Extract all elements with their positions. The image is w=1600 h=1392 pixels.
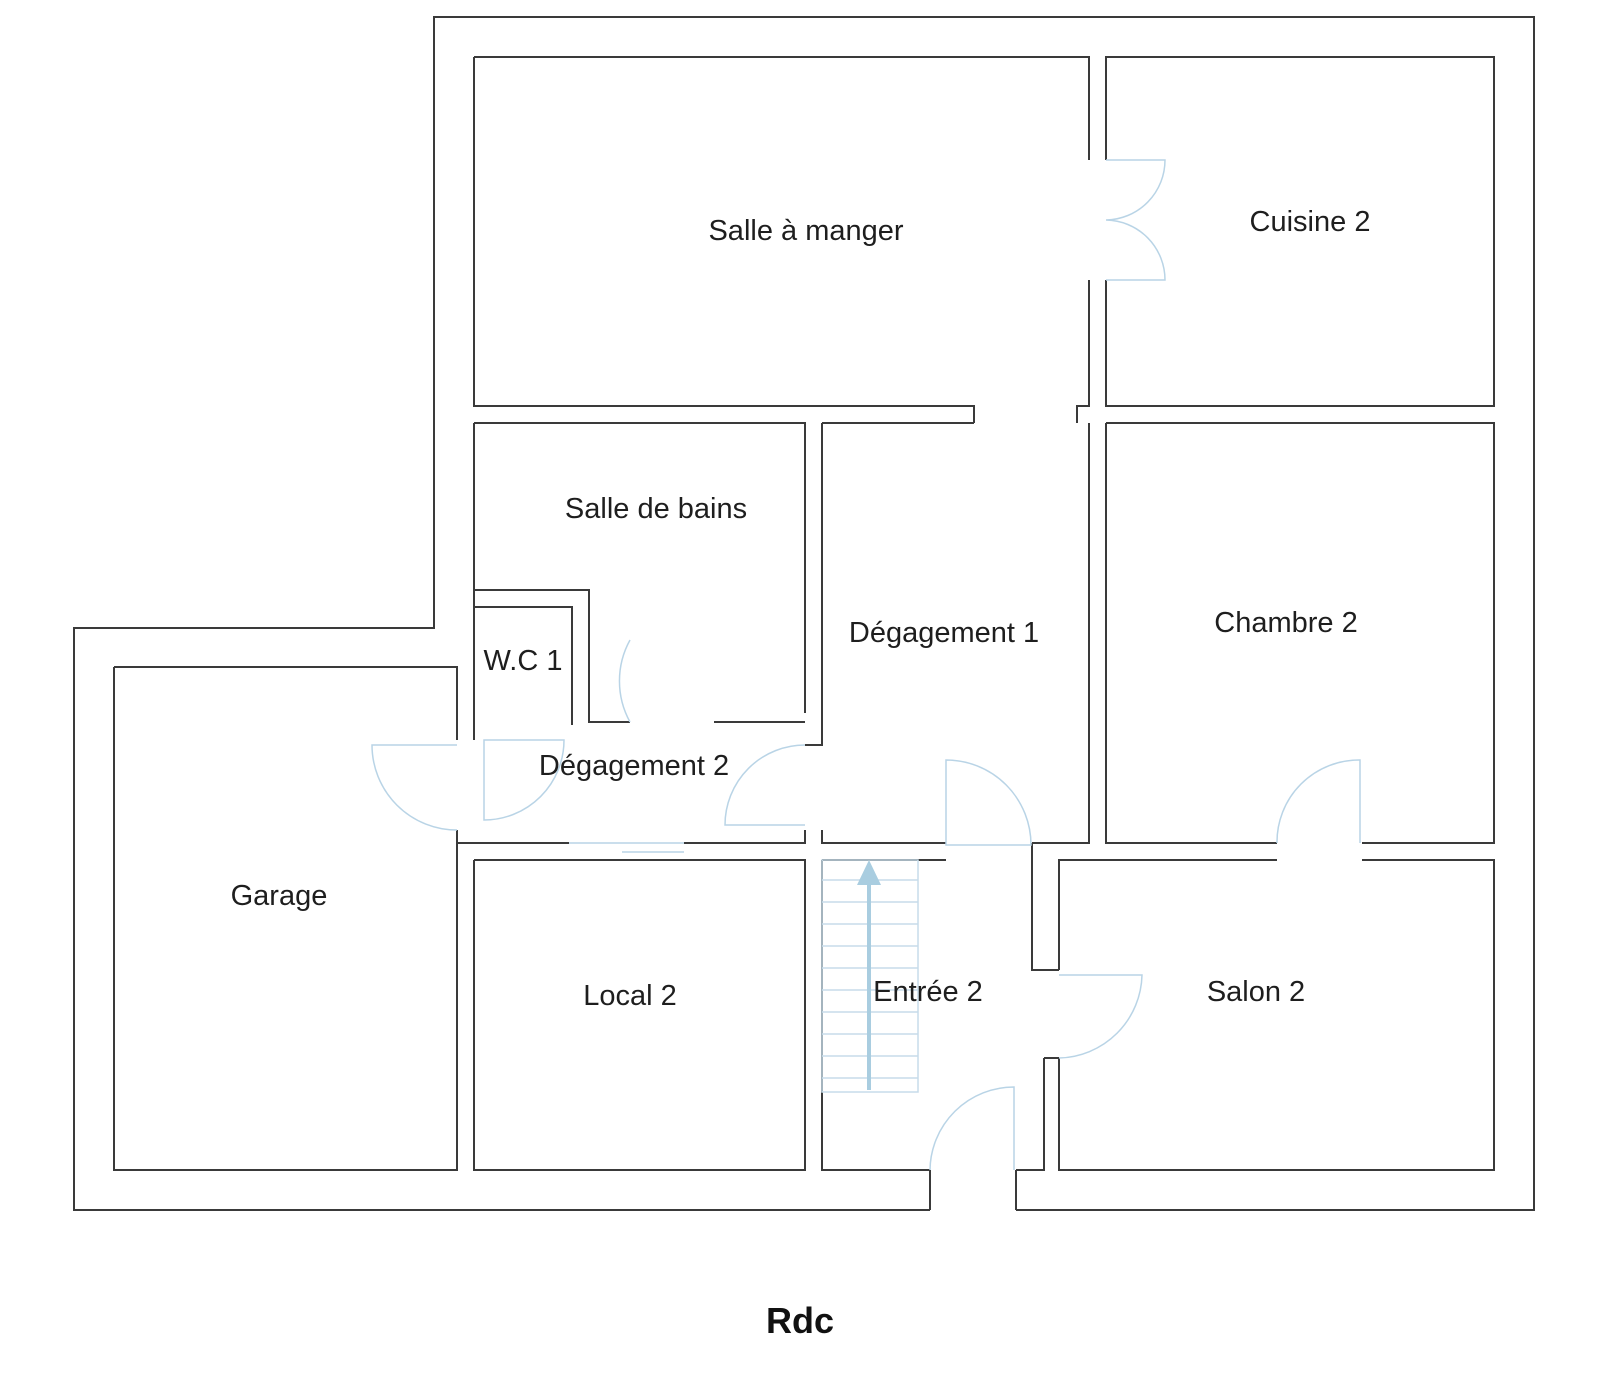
room-label-salle-a-manger: Salle à manger: [708, 215, 903, 247]
door-wc: [618, 639, 631, 723]
room-label-salon-2: Salon 2: [1207, 976, 1305, 1008]
room-label-degagement-1: Dégagement 1: [849, 617, 1039, 649]
room-label-salle-de-bains: Salle de bains: [565, 493, 747, 525]
room-labels: Salle à manger Cuisine 2 Salle de bains …: [231, 206, 1371, 1012]
floor-plan: Salle à manger Cuisine 2 Salle de bains …: [73, 16, 1535, 1211]
door-degagement-1: [945, 759, 1032, 846]
outer-wall: [73, 16, 1535, 1211]
door-cuisine: [1105, 159, 1166, 281]
door-salon-2: [1058, 974, 1143, 1059]
room-label-entree-2: Entrée 2: [873, 976, 983, 1008]
door-garage: [371, 744, 458, 831]
door-entree: [929, 1086, 1015, 1171]
staircase: [821, 859, 919, 1093]
room-label-degagement-2: Dégagement 2: [539, 750, 729, 782]
room-label-wc-1: W.C 1: [484, 645, 563, 677]
room-label-chambre-2: Chambre 2: [1214, 607, 1357, 639]
room-label-local-2: Local 2: [583, 980, 677, 1012]
room-walls: [113, 56, 1495, 1171]
doors: [371, 159, 1361, 1171]
door-chambre-2: [1276, 759, 1361, 844]
room-label-garage: Garage: [231, 880, 328, 912]
room-label-cuisine-2: Cuisine 2: [1250, 206, 1371, 238]
door-sdb: [724, 744, 806, 826]
stair-arrow-icon: [857, 860, 881, 885]
floor-title: Rdc: [765, 1300, 834, 1341]
door-wc-2: [483, 739, 565, 821]
